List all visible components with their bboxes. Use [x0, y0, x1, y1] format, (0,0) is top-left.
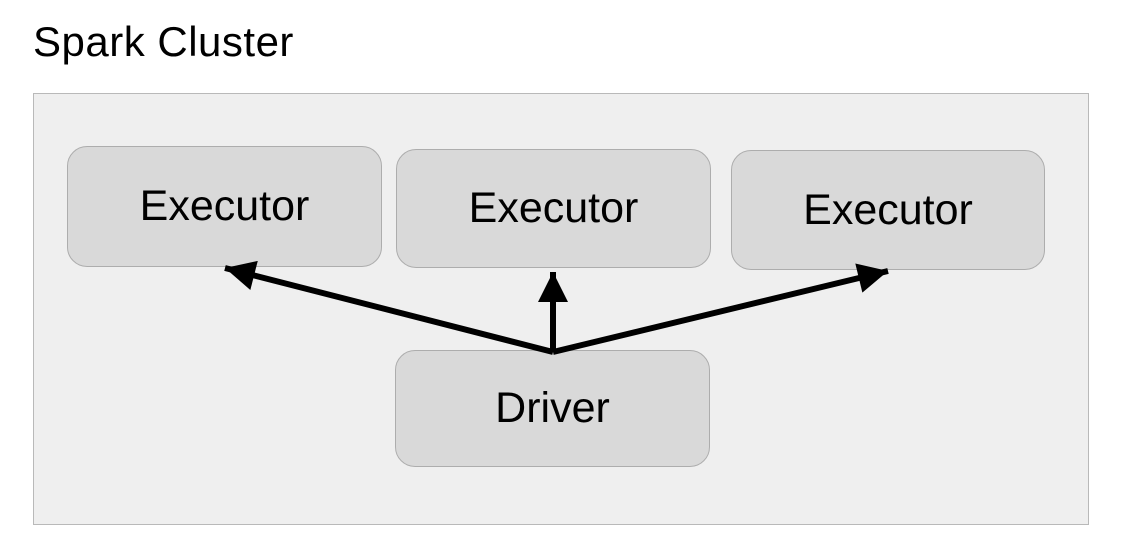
- node-executor-3: Executor: [731, 150, 1045, 270]
- node-executor-2-label: Executor: [468, 184, 639, 232]
- node-executor-1: Executor: [67, 146, 382, 267]
- node-driver: Driver: [395, 350, 710, 467]
- diagram-title: Spark Cluster: [33, 18, 294, 65]
- node-executor-2: Executor: [396, 149, 711, 268]
- node-executor-1-label: Executor: [139, 182, 310, 230]
- node-executor-3-label: Executor: [803, 185, 973, 234]
- node-driver-label: Driver: [495, 384, 610, 432]
